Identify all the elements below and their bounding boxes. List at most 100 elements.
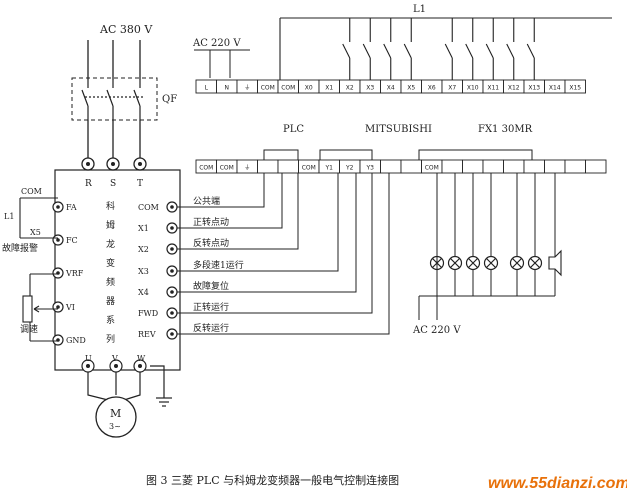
- fault-relay-wiring: [19, 197, 58, 239]
- plc-top-terminal-label: COM: [261, 85, 275, 92]
- motor-icon: [95, 396, 137, 438]
- plc-bottom-terminal-label: COM: [220, 165, 234, 172]
- input-switch: [403, 18, 412, 80]
- signal-wire: [177, 173, 373, 314]
- l1-left-label: L1: [4, 212, 14, 221]
- plc-bottom-terminal: [482, 159, 504, 174]
- indicator-lamps: [418, 149, 562, 320]
- breaker-box: [71, 77, 158, 121]
- plc-bottom-terminal: [503, 159, 525, 174]
- inverter-left-terminal-label: VI: [65, 303, 75, 312]
- plc-top-terminal-label: N: [225, 85, 230, 92]
- inverter-series-char: 器: [106, 296, 115, 307]
- plc-bottom-terminal-label: Y2: [345, 165, 354, 172]
- input-switch: [383, 18, 392, 80]
- inverter-left-terminal-dot: [56, 205, 60, 209]
- plc-bottom-terminal-label: Y3: [366, 165, 375, 172]
- signal-wire: [177, 173, 390, 335]
- watermark: www.55dianzi.com: [488, 475, 627, 491]
- input-switch: [444, 18, 453, 80]
- lamp-cross: [530, 258, 540, 268]
- signal-wires: [177, 149, 390, 335]
- inverter-right-terminal-label: REV: [138, 330, 156, 339]
- potentiometer: [22, 273, 58, 342]
- plc-top-terminal-label: X4: [387, 85, 395, 92]
- motor-sub-label: 3~: [109, 422, 121, 431]
- ac220-bottom-label: AC 220 V: [412, 325, 461, 336]
- mains-lines: [87, 40, 141, 158]
- signal-wire: [177, 173, 283, 229]
- inverter-series-char: 姆: [106, 219, 115, 231]
- plc-top-terminal-label: X5: [407, 85, 415, 92]
- inverter-right-terminal-dot: [170, 290, 174, 294]
- inverter-right-terminal-label: COM: [138, 203, 159, 212]
- inverter-left-terminal-dot: [56, 305, 60, 309]
- signal-label: 反转点动: [193, 237, 229, 249]
- ac220-top-label: AC 220 V: [192, 38, 241, 49]
- inverter-left-terminal-dot: [56, 238, 60, 242]
- inverter-right-terminal-label: X3: [138, 267, 149, 276]
- plc-bottom-terminal: [380, 159, 402, 174]
- plc-expansion-label: FX1 30MR: [478, 124, 533, 135]
- signal-wire: [177, 173, 265, 208]
- plc-top-terminal-label: L: [205, 85, 209, 92]
- plc-bottom-terminal: [585, 159, 607, 174]
- plc-bottom-terminal-label: COM: [425, 165, 439, 172]
- output-com-bridge: [418, 149, 533, 160]
- phase-s-label: S: [110, 179, 116, 189]
- inverter-left-terminal-label: FC: [66, 236, 78, 245]
- plc-model-label: MITSUBISHI: [365, 124, 432, 135]
- plc-bottom-terminal: [277, 159, 299, 174]
- speed-label: 调速: [20, 324, 38, 335]
- inverter-right-terminal-dot: [170, 269, 174, 273]
- inverter-right-terminal-label: X1: [138, 224, 149, 233]
- plc-bottom-terminal-label: Y1: [325, 165, 334, 172]
- input-switch: [526, 18, 535, 80]
- inverter-right-terminal-dot: [170, 205, 174, 209]
- lamp-cross: [512, 258, 522, 268]
- breaker-contacts: [81, 80, 143, 120]
- inverter-series-char: 科: [106, 200, 115, 212]
- plc-top-terminal-label: X7: [448, 85, 456, 92]
- com-bridge-wire: [263, 149, 299, 160]
- lamp-cross: [450, 258, 460, 268]
- breaker-label: QF: [162, 94, 177, 105]
- inverter-left-terminal-label: GND: [66, 336, 86, 345]
- figure-caption: 图 3 三菱 PLC 与科姆龙变频器一般电气控制连接图: [146, 473, 399, 487]
- plc-top-terminal-label: X10: [467, 85, 479, 92]
- signal-label: 故障复位: [193, 280, 229, 292]
- inverter-right-terminal-dot: [170, 247, 174, 251]
- inverter-series-char: 龙: [106, 238, 115, 250]
- input-switches: [342, 18, 535, 80]
- input-switch: [342, 18, 351, 80]
- plc-top-terminal-label: X0: [305, 85, 313, 92]
- plc-top-terminal: [564, 79, 586, 94]
- phase-terminals: R S T: [81, 157, 147, 189]
- motor-w-label: W: [137, 354, 146, 363]
- plc-bottom-terminal: [462, 159, 484, 174]
- motor-terminals: U V W: [81, 354, 172, 407]
- inverter-right-terminal-dot: [170, 311, 174, 315]
- input-switch: [485, 18, 494, 80]
- plc-bottom-terminal: [257, 159, 279, 174]
- plc-top-terminal-label: X13: [528, 85, 540, 92]
- plc-top-terminal-label: X3: [366, 85, 374, 92]
- plc-bottom-terminal: [564, 159, 586, 174]
- signal-label: 反转运行: [193, 322, 229, 334]
- input-switch: [465, 18, 474, 80]
- inverter-series-char: 列: [106, 333, 115, 345]
- plc-top-terminal-label: ⏚: [244, 85, 250, 92]
- inverter-left-terminal-label: VRF: [65, 269, 84, 278]
- signal-wire: [177, 173, 299, 250]
- fault-alarm-label: 故障报警: [2, 242, 38, 254]
- inverter-right-terminal-label: X4: [138, 288, 149, 297]
- input-switch: [362, 18, 371, 80]
- plc-top-terminal-label: X12: [508, 85, 520, 92]
- inverter-series-char: 系: [106, 315, 115, 326]
- plc-bottom-terminal: [544, 159, 566, 174]
